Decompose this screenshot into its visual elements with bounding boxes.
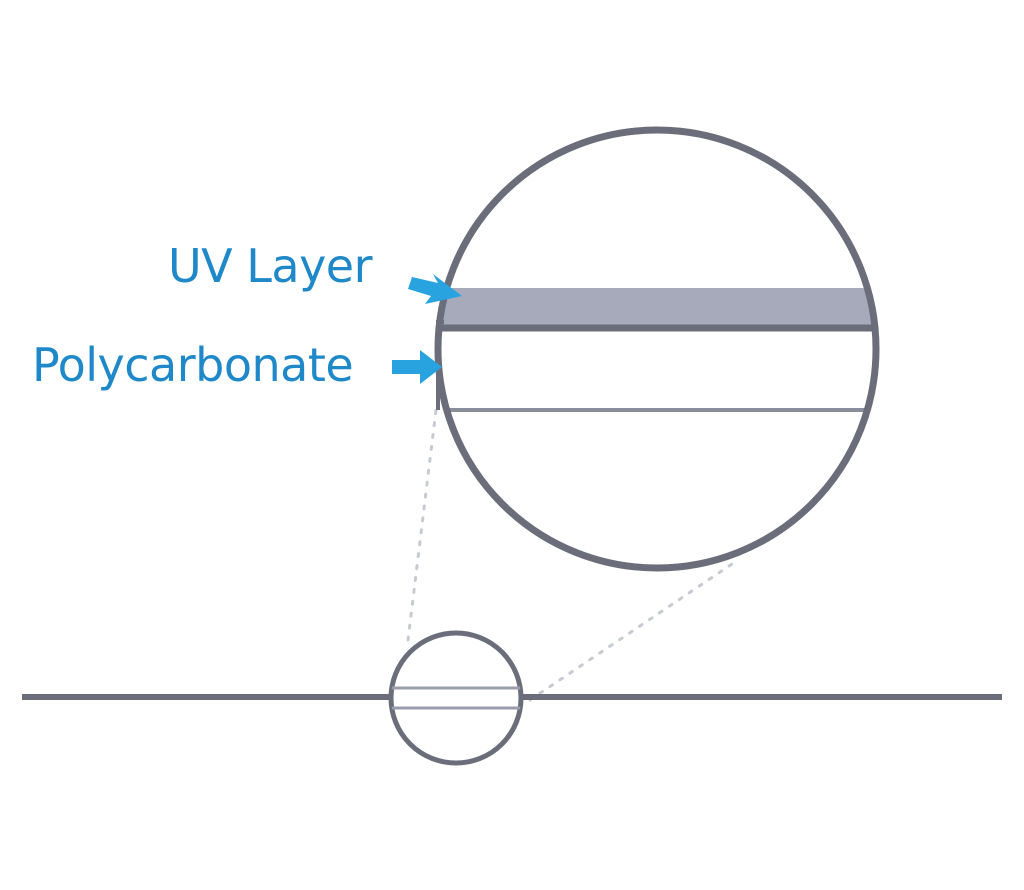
zoom-guide-line-left: [406, 408, 438, 642]
large-magnifier-fill: [438, 130, 876, 568]
uv-layer-band: [438, 288, 876, 328]
zoom-guide-line-right: [528, 558, 740, 702]
polycarbonate-arrow-icon: [392, 350, 442, 384]
small-cross-section: [391, 686, 521, 710]
uv-layer-label: UV Layer: [168, 239, 373, 293]
uv-layer-arrow-icon: [408, 274, 462, 304]
cross-section-edge: [436, 320, 444, 410]
polycarbonate-label: Polycarbonate: [32, 338, 354, 392]
large-cross-section: [438, 288, 876, 412]
small-magnifier-circle: [388, 630, 524, 766]
